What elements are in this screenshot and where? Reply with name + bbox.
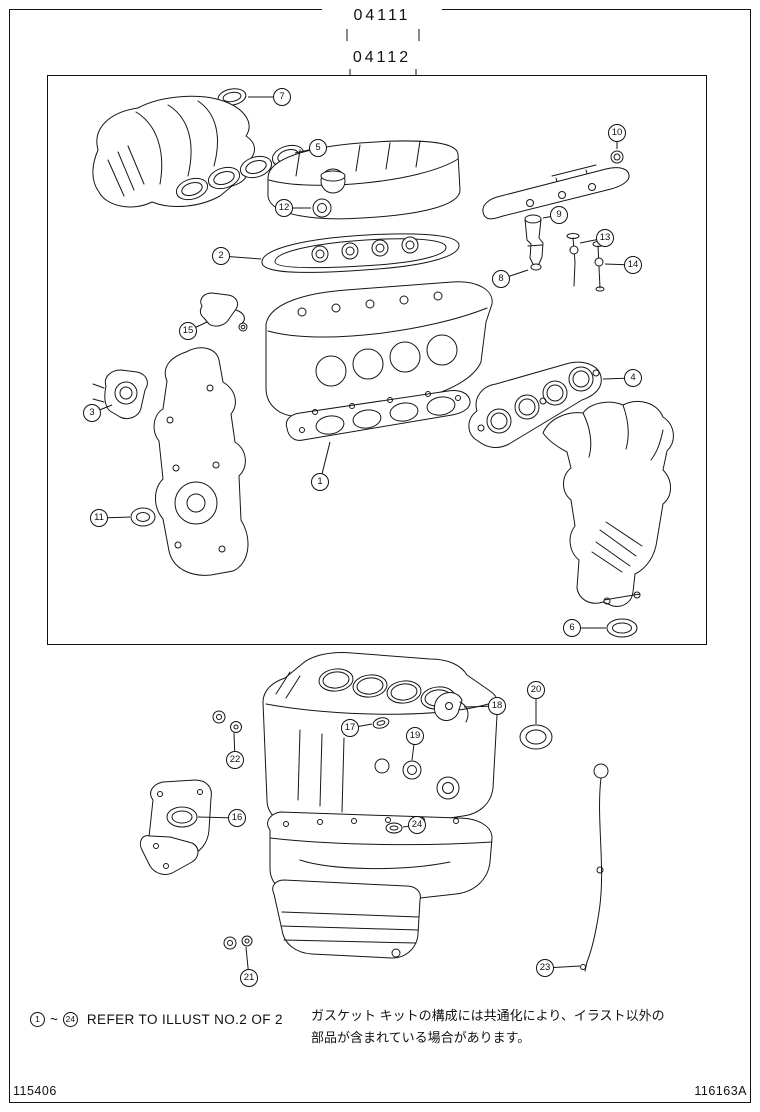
refer-range-separator: ~ [50,1012,58,1027]
seal-19-drawing [402,760,422,780]
refer-callout-from: 1 [30,1012,45,1027]
callout-9: 9 [550,206,568,224]
callout-7: 7 [273,88,291,106]
figure-code-main: 04111 [322,7,442,25]
refer-note: 1 ~ 24 REFER TO ILLUST NO.2 OF 2 [30,1012,283,1027]
pipe-18-drawing [433,692,469,723]
cam-housing-drawing [482,164,630,220]
callout-22: 22 [226,751,244,769]
front-seal-11-drawing [130,507,156,527]
rear-seal-20-drawing [519,724,553,750]
refer-text: REFER TO ILLUST NO.2 OF 2 [86,1012,283,1027]
oil-pump-16-drawing [139,779,212,875]
refer-callout-to: 24 [62,1012,78,1027]
cylinder-block-drawing [262,652,500,837]
injector-seal-drawing [524,214,544,271]
lower-block-view [139,652,609,972]
drain-plug-21-drawing [223,935,253,950]
callout-18: 18 [488,697,506,715]
callout-2: 2 [212,247,230,265]
cylinder-head-drawing [265,281,493,417]
callout-13: 13 [596,229,614,247]
callout-15: 15 [179,322,197,340]
callout-19: 19 [406,727,424,745]
callout-10: 10 [608,124,626,142]
callout-20: 20 [527,681,545,699]
code-04111-bracket-ticks [346,29,420,41]
callout-4: 4 [624,369,642,387]
upper-exploded-view [92,88,674,638]
figure-code-kit: 04112 [322,49,442,67]
intake-manifold-drawing [92,95,255,208]
oring-part-10-drawing [610,150,624,164]
kit-note-line2: 部品が含まれている場合があります。 [311,1030,531,1045]
lower-oil-pan-drawing [272,879,421,959]
callout-17: 17 [341,719,359,737]
callout-23: 23 [536,959,554,977]
small-bracket-part-15-drawing [199,292,248,332]
kit-note-line1: ガスケット キットの構成には共通化により、イラスト以外の [311,1008,665,1023]
callout-16: 16 [228,809,246,827]
kit-04112-box [47,75,707,645]
exhaust-gasket-drawing [468,361,602,449]
code-04112-bracket-ticks [349,69,417,76]
valve-cover-gasket-drawing [261,233,460,273]
plug-washer-22-drawing [212,710,242,733]
callout-21: 21 [240,969,258,987]
seal-24-drawing [385,822,403,834]
dipstick-drawing [580,763,609,972]
exhaust-seal-ring-6-drawing [606,618,638,638]
kit-composition-note: ガスケット キットの構成には共通化により、イラスト以外の 部品が含まれている場合… [311,1005,665,1049]
callout-6: 6 [563,619,581,637]
water-inlet-drawing [92,369,148,420]
timing-cover-drawing [153,347,249,576]
callout-11: 11 [90,509,108,527]
callout-3: 3 [83,404,101,422]
seal-17-drawing [372,717,390,729]
callout-12: 12 [275,199,293,217]
callout-5: 5 [309,139,327,157]
doc-number-left: 115406 [13,1084,57,1098]
doc-number-right: 116163A [694,1084,747,1098]
callout-1: 1 [311,473,329,491]
head-gasket-drawing [285,390,471,441]
intake-gasket-drawing [175,144,305,201]
callout-14: 14 [624,256,642,274]
callout-8: 8 [492,270,510,288]
callout-24: 24 [408,816,426,834]
oil-filler-cap-seal-drawing [312,198,332,218]
exhaust-manifold-drawing [542,401,674,607]
